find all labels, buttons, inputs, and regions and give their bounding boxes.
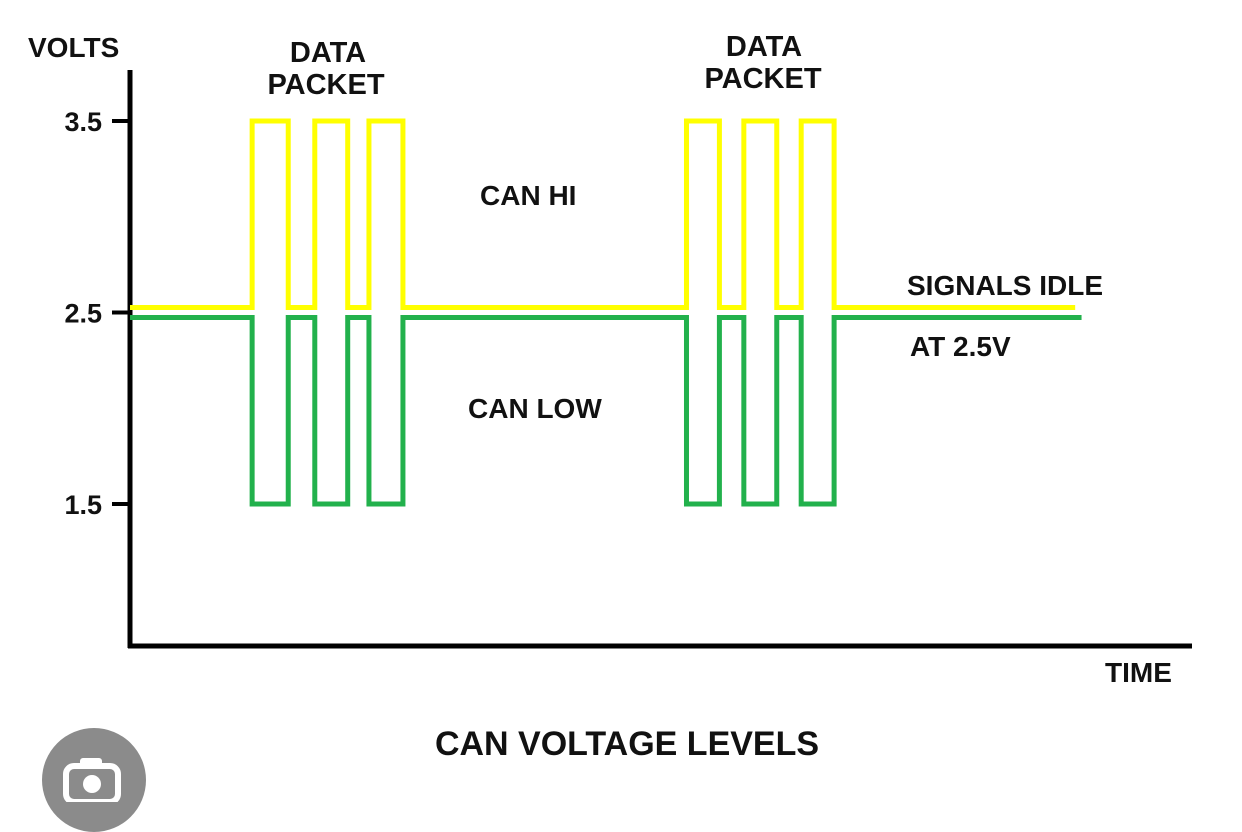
y-axis-label: VOLTS (28, 32, 119, 63)
y-tick-label: 3.5 (64, 107, 102, 137)
data-packet-1-label-line2: PACKET (267, 69, 384, 101)
data-packet-2-label-line2: PACKET (704, 63, 821, 95)
camera-search-icon (63, 758, 121, 802)
y-tick-label: 2.5 (64, 299, 102, 329)
y-ticks: 3.5 2.5 1.5 (64, 107, 130, 520)
data-packet-2-label-line1: DATA (726, 31, 802, 63)
chart-title: CAN VOLTAGE LEVELS (435, 725, 819, 763)
image-search-button[interactable] (42, 728, 146, 832)
idle-voltage-label: AT 2.5V (910, 331, 1011, 362)
can-hi-label: CAN HI (480, 180, 576, 211)
x-axis-label: TIME (1105, 657, 1172, 688)
series-line-can-hi (130, 118, 1076, 310)
series-line-can-low (130, 315, 1082, 507)
can-voltage-chart: VOLTS TIME 3.5 2.5 1.5 DATA PACKET DATA PA… (28, 31, 1192, 763)
can-low-label: CAN LOW (468, 393, 602, 424)
y-tick-label: 1.5 (64, 490, 102, 520)
data-packet-1-label-line1: DATA (290, 37, 366, 69)
signals-idle-label: SIGNALS IDLE (907, 270, 1103, 301)
series-layer (130, 118, 1082, 507)
